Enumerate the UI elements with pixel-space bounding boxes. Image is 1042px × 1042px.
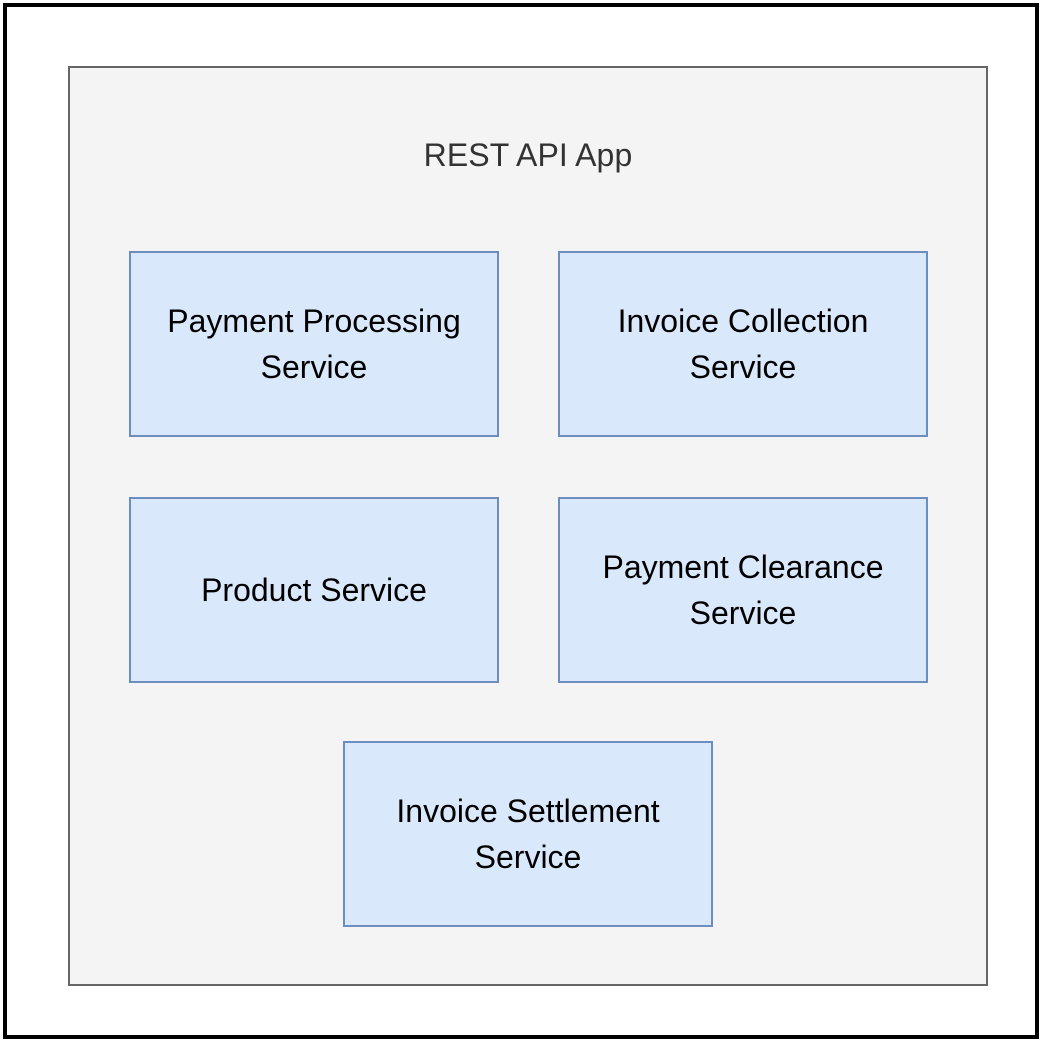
rest-api-app-container[interactable]: REST API App Payment Processing Service … xyxy=(68,66,988,986)
node-label: Product Service xyxy=(201,572,427,608)
outer-frame-border: REST API App Payment Processing Service … xyxy=(3,3,1039,1039)
node-label: Payment Clearance Service xyxy=(602,549,884,631)
container-title: REST API App xyxy=(423,137,633,173)
node-payment-processing-service[interactable]: Payment Processing Service xyxy=(129,251,499,437)
node-product-service[interactable]: Product Service xyxy=(129,497,499,683)
node-label: Payment Processing Service xyxy=(167,303,461,385)
node-invoice-collection-service[interactable]: Invoice Collection Service xyxy=(558,251,928,437)
node-payment-clearance-service[interactable]: Payment Clearance Service xyxy=(558,497,928,683)
node-invoice-settlement-service[interactable]: Invoice Settlement Service xyxy=(343,741,713,927)
node-label: Invoice Collection Service xyxy=(617,303,869,385)
node-label: Invoice Settlement Service xyxy=(396,793,660,875)
